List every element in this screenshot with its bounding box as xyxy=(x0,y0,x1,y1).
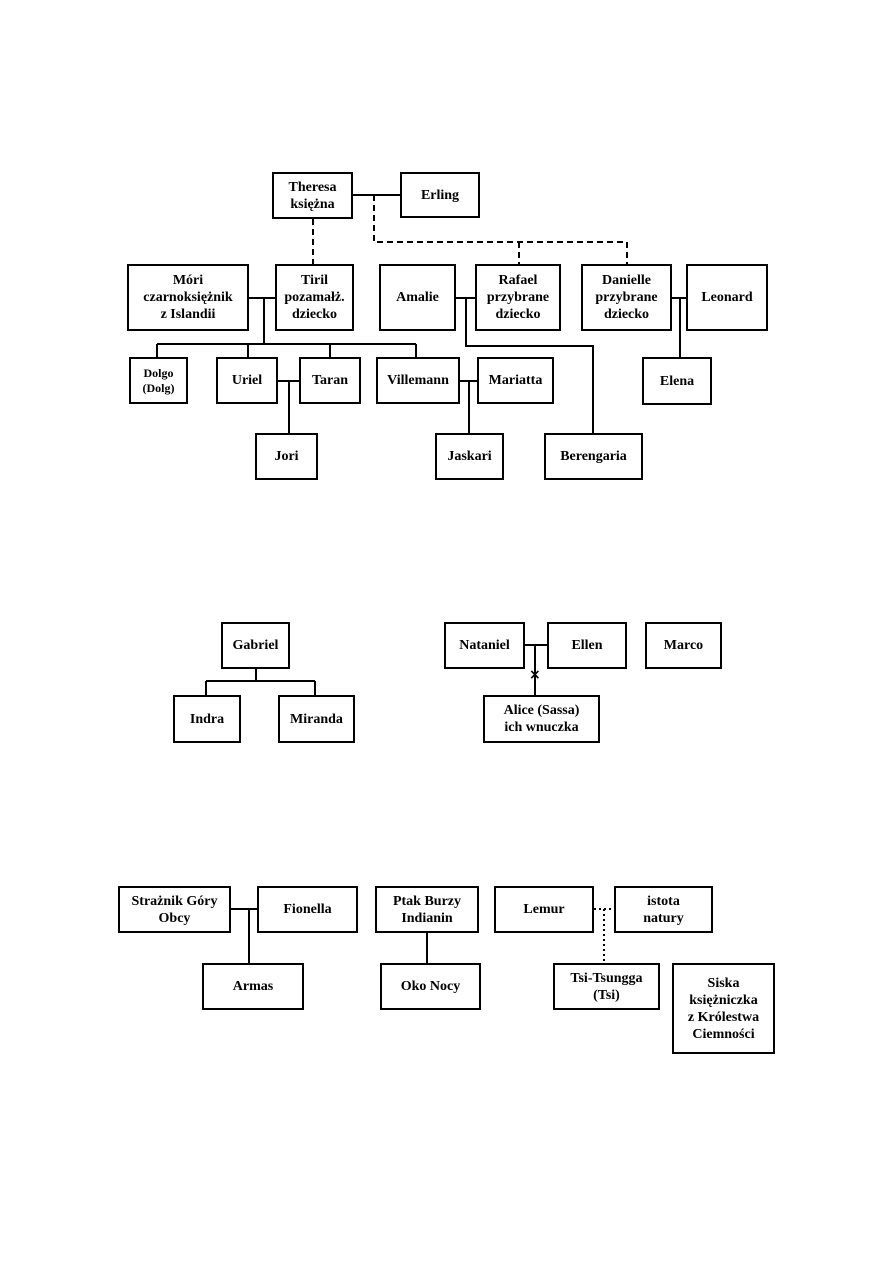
person-ellen: Ellen xyxy=(547,622,627,669)
person-straznik: Strażnik Góry Obcy xyxy=(118,886,231,933)
person-miranda: Miranda xyxy=(278,695,355,743)
person-gabriel: Gabriel xyxy=(221,622,290,669)
person-istota: istota natury xyxy=(614,886,713,933)
person-mariatta: Mariatta xyxy=(477,357,554,404)
person-marco: Marco xyxy=(645,622,722,669)
descent-line-adopted xyxy=(373,195,628,265)
cross-mark: × xyxy=(529,667,541,683)
person-uriel: Uriel xyxy=(216,357,278,404)
person-nataniel: Nataniel xyxy=(444,622,525,669)
descent-line-gabriel-children xyxy=(205,669,316,695)
person-jaskari: Jaskari xyxy=(435,433,504,480)
person-villemann: Villemann xyxy=(376,357,460,404)
person-dolgo: Dolgo (Dolg) xyxy=(129,357,188,404)
descent-line-amalie-rafael xyxy=(465,298,594,433)
person-tiril: Tiril pozamałż. dziecko xyxy=(275,264,354,331)
person-alice: Alice (Sassa) ich wnuczka xyxy=(483,695,600,743)
person-lemur: Lemur xyxy=(494,886,594,933)
person-amalie: Amalie xyxy=(379,264,456,331)
person-oko-nocy: Oko Nocy xyxy=(380,963,481,1010)
person-theresa: Theresa księżna xyxy=(272,172,353,219)
person-fionella: Fionella xyxy=(257,886,358,933)
person-leonard: Leonard xyxy=(686,264,768,331)
person-danielle: Danielle przybrane dziecko xyxy=(581,264,672,331)
person-berengaria: Berengaria xyxy=(544,433,643,480)
person-elena: Elena xyxy=(642,357,712,405)
person-ptak-burzy: Ptak Burzy Indianin xyxy=(375,886,479,933)
descent-line-mori-tiril-children xyxy=(156,298,417,357)
person-erling: Erling xyxy=(400,172,480,218)
person-rafael: Rafael przybrane dziecko xyxy=(475,264,561,331)
person-armas: Armas xyxy=(202,963,304,1010)
person-taran: Taran xyxy=(299,357,361,404)
person-tsi-tsungga: Tsi-Tsungga (Tsi) xyxy=(553,963,660,1010)
person-jori: Jori xyxy=(255,433,318,480)
person-siska: Siska księżniczka z Królestwa Ciemności xyxy=(672,963,775,1054)
person-indra: Indra xyxy=(173,695,241,743)
person-mori: Móri czarnoksiężnik z Islandii xyxy=(127,264,249,331)
